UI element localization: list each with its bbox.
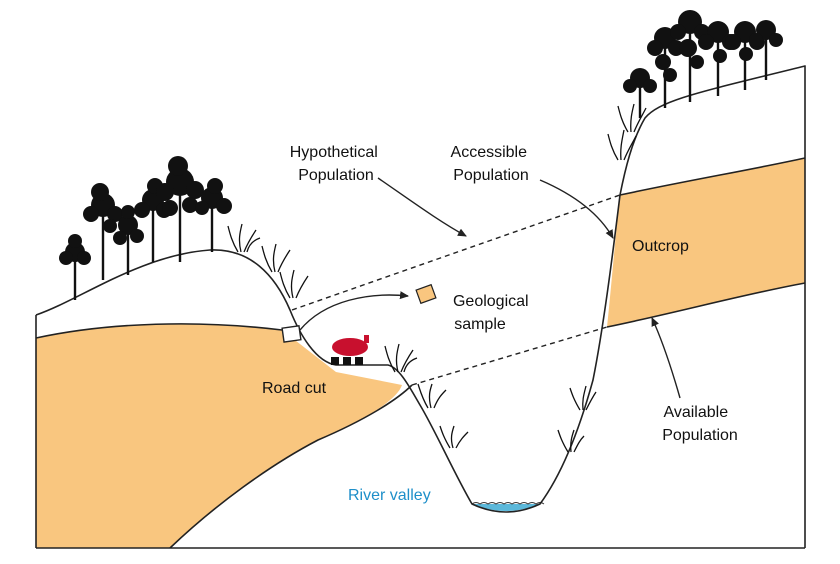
grass-tuft-icon: [439, 425, 469, 449]
geological-sample-icon: [415, 283, 437, 305]
grass-tuft-icon: [557, 429, 585, 453]
available-arrow: [651, 317, 681, 399]
grass-tuft-icon: [261, 243, 291, 273]
hypothetical-arrow: [377, 177, 467, 237]
outcrop-label: Outcrop: [632, 238, 689, 255]
tree-icon: [623, 68, 657, 118]
rock-layer-left: [36, 323, 402, 548]
car-icon: [331, 335, 369, 365]
available-population-label: Available Population: [662, 404, 738, 444]
road-cut-sample-box: [281, 325, 302, 343]
tree-icon: [83, 183, 123, 280]
tree-icon: [670, 10, 710, 102]
terrain-surface: [35, 65, 806, 548]
grass-tuft-icon: [227, 223, 261, 253]
tree-icon: [113, 205, 144, 275]
water-ripples: [471, 502, 545, 505]
hypothetical-population-label: Hypothetical Population: [290, 144, 383, 184]
geological-sample-label: Geological sample: [453, 293, 533, 333]
tree-icon: [59, 234, 91, 300]
rock-layer-bottom-left: [169, 384, 413, 549]
accessible-arrow: [539, 179, 614, 239]
grass-tuft-icon: [607, 129, 637, 161]
sample-arrow: [299, 291, 409, 331]
grass-tuft-icon: [279, 269, 309, 299]
tree-icon: [156, 156, 204, 262]
rock-layer-top-left: [35, 323, 283, 339]
tree-icon: [195, 178, 232, 252]
hypothetical-dashed-line: [291, 194, 621, 311]
rock-layer-top-right: [619, 157, 806, 196]
road-cut-label: Road cut: [262, 380, 327, 397]
tree-icon: [749, 20, 783, 80]
rock-layer-right: [607, 158, 805, 327]
grass-tuft-icon: [617, 103, 647, 133]
grass-tuft-icon: [417, 383, 447, 409]
accessible-population-label: Accessible Population: [451, 144, 532, 184]
available-dashed-line: [411, 326, 608, 386]
grass-tuft-icon: [569, 385, 597, 411]
rock-layer-bottom-right: [606, 282, 806, 328]
grass-tuft-icon: [384, 343, 418, 373]
river-valley-label: River valley: [348, 487, 431, 504]
